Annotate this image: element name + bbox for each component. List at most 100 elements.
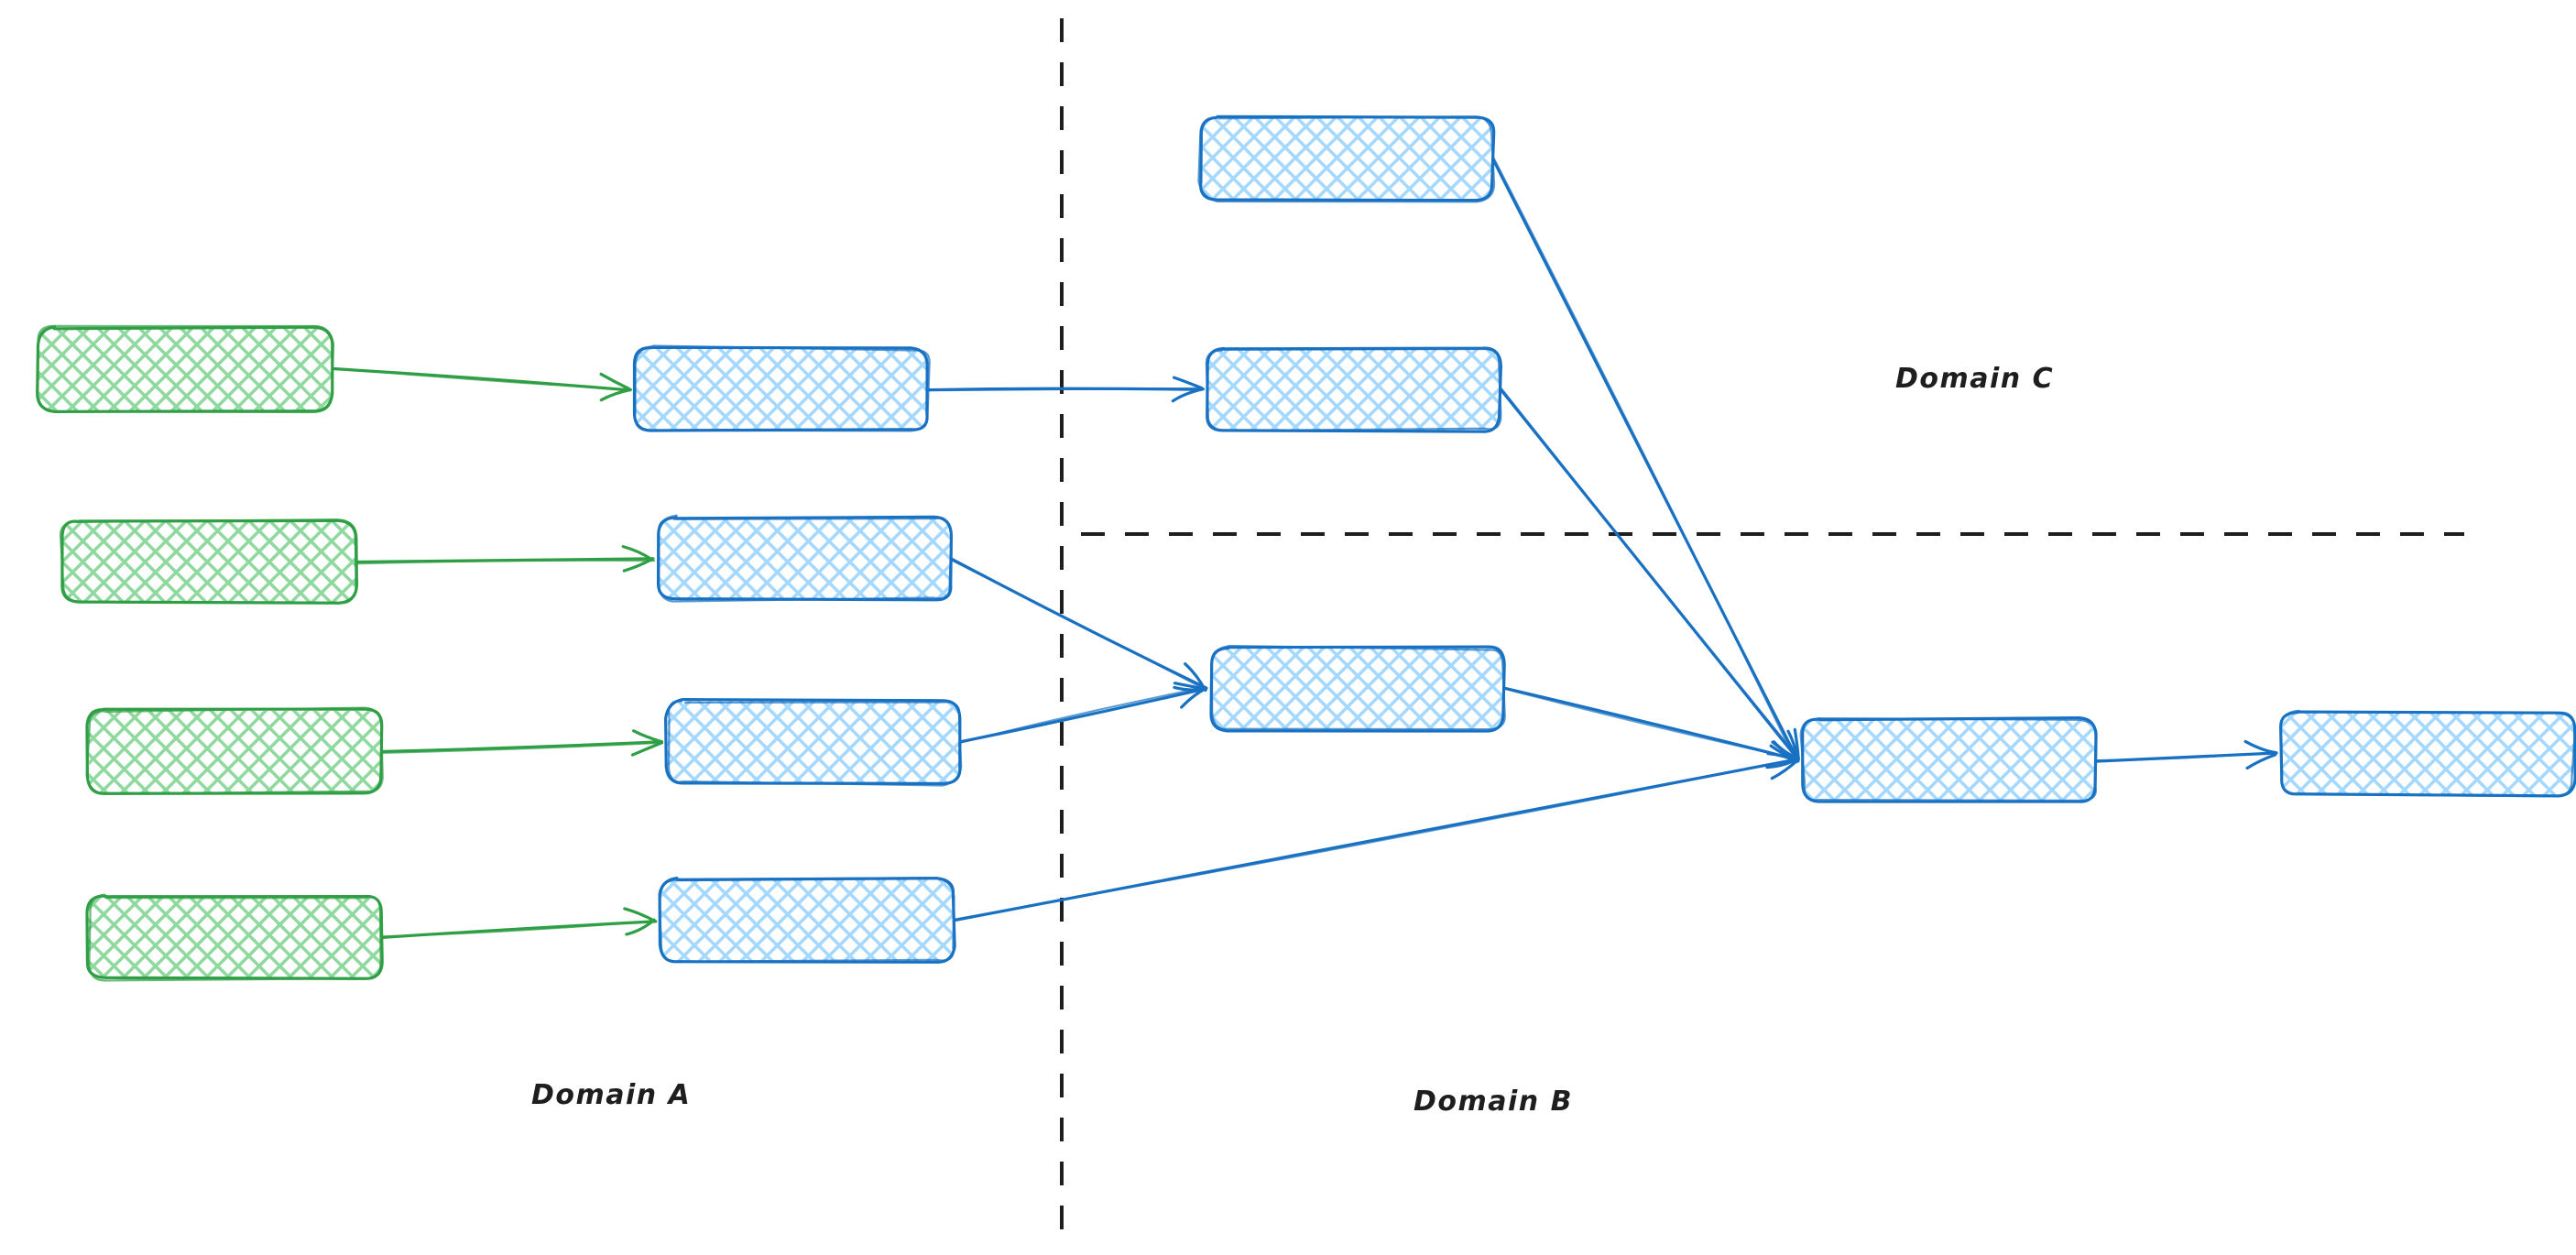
edge-b4-to-d1[interactable]: [952, 752, 1799, 922]
edge-line: [354, 559, 656, 565]
node-fill-b4: [660, 878, 955, 962]
edge-line: [332, 366, 631, 390]
node-d1[interactable]: [1799, 716, 2098, 803]
node-fill-b1: [633, 348, 929, 431]
node-fill-b3: [667, 699, 961, 784]
node-outline-b2: [658, 514, 953, 603]
node-hit-e1[interactable]: [2281, 713, 2574, 795]
node-outline-a4: [88, 893, 382, 982]
node-hit-b3[interactable]: [667, 701, 960, 783]
node-hit-c1[interactable]: [1200, 117, 1493, 200]
node-hit-c2[interactable]: [1207, 348, 1501, 431]
node-hit-a1[interactable]: [38, 328, 332, 410]
node-c2[interactable]: [1205, 346, 1502, 433]
edge-c3-to-d1[interactable]: [1501, 686, 1799, 769]
node-outline-d1: [1799, 716, 2098, 802]
edge-c1-to-d1[interactable]: [1490, 156, 1800, 764]
node-hit-b1[interactable]: [635, 348, 928, 431]
node-fill-a4: [87, 895, 382, 980]
edge-c2-to-d1[interactable]: [1500, 387, 1801, 763]
edge-line: [1501, 387, 1801, 760]
edge-arrowhead: [623, 907, 658, 923]
node-fill-b2: [657, 516, 952, 601]
node-hit-a2[interactable]: [62, 520, 355, 603]
edge-line: [950, 559, 1207, 692]
node-a2[interactable]: [59, 518, 359, 605]
node-outline-b1: [632, 345, 929, 432]
edge-arrowhead: [599, 387, 632, 402]
node-fill-c3: [1210, 648, 1506, 730]
edges-layer: [329, 156, 2278, 940]
node-outline-a1: [36, 324, 335, 414]
domain-labels: Domain A Domain B Domain C: [531, 363, 2054, 1118]
node-hit-c3[interactable]: [1211, 648, 1504, 730]
edge-arrowhead: [625, 918, 656, 936]
edge-line: [952, 758, 1799, 921]
node-outline-b3: [667, 700, 963, 787]
edge-arrowhead: [2245, 753, 2277, 770]
node-b2[interactable]: [656, 514, 954, 603]
edge-arrowhead: [1770, 758, 1799, 780]
edge-a1-to-b1[interactable]: [329, 366, 632, 402]
node-hit-d1[interactable]: [1803, 719, 2096, 802]
node-b1[interactable]: [632, 344, 931, 432]
edge-a4-to-b4[interactable]: [378, 907, 658, 940]
node-outline-c1: [1197, 115, 1496, 203]
edge-arrowhead: [630, 741, 664, 757]
node-hit-b2[interactable]: [659, 518, 952, 600]
edge-arrowhead: [1171, 387, 1206, 403]
domain-label-domain-c: Domain C: [1895, 363, 2054, 395]
node-outline-a2: [59, 518, 359, 605]
node-outline-c3: [1210, 644, 1506, 731]
edge-line: [949, 557, 1208, 690]
node-c1[interactable]: [1197, 115, 1496, 203]
edge-line: [380, 741, 660, 755]
edge-line: [1502, 687, 1799, 760]
nodes-layer: [36, 115, 2576, 982]
edge-b2-to-c3[interactable]: [949, 557, 1208, 693]
edge-line: [1492, 156, 1798, 764]
edge-a3-to-b3[interactable]: [378, 729, 664, 757]
node-fill-a2: [61, 519, 355, 604]
domain-dividers: [1060, 18, 2464, 1241]
edge-arrowhead: [1172, 376, 1204, 390]
domain-label-domain-b: Domain B: [1414, 1086, 1573, 1118]
node-b4[interactable]: [658, 877, 956, 964]
node-outline-b1: [634, 344, 931, 432]
node-hit-a3[interactable]: [88, 710, 381, 792]
edge-arrowhead: [621, 545, 654, 562]
edge-arrowhead: [1173, 682, 1208, 691]
edge-a2-to-b2[interactable]: [354, 545, 656, 573]
edge-b1-to-c2[interactable]: [926, 376, 1206, 403]
edge-arrowhead: [632, 729, 663, 744]
edge-arrowhead: [622, 557, 654, 573]
node-hit-a4[interactable]: [88, 896, 381, 978]
edge-b3-to-c3[interactable]: [959, 682, 1208, 744]
node-fill-c2: [1207, 346, 1502, 431]
edge-line: [928, 387, 1204, 392]
node-outline-a3: [85, 706, 384, 795]
edge-arrowhead: [2243, 739, 2277, 755]
node-outline-e1: [2279, 709, 2576, 798]
edge-line: [960, 686, 1207, 744]
node-fill-a1: [38, 326, 333, 411]
edge-line: [379, 920, 654, 938]
node-b3[interactable]: [664, 698, 963, 787]
node-a3[interactable]: [85, 706, 384, 795]
node-e1[interactable]: [2279, 709, 2576, 798]
edge-arrowhead: [1771, 740, 1798, 762]
edge-arrowhead: [1765, 758, 1798, 769]
edge-line: [378, 740, 663, 754]
node-a1[interactable]: [36, 324, 335, 414]
node-fill-d1: [1802, 718, 2097, 802]
domain-label-domain-a: Domain A: [531, 1079, 691, 1111]
node-a4[interactable]: [85, 893, 384, 982]
node-c3[interactable]: [1209, 644, 1506, 733]
node-fill-c1: [1200, 117, 1494, 201]
node-hit-b4[interactable]: [660, 879, 954, 962]
node-outline-c2: [1205, 347, 1502, 432]
edge-d1-to-e1[interactable]: [2093, 739, 2278, 770]
node-outline-b4: [658, 877, 955, 963]
